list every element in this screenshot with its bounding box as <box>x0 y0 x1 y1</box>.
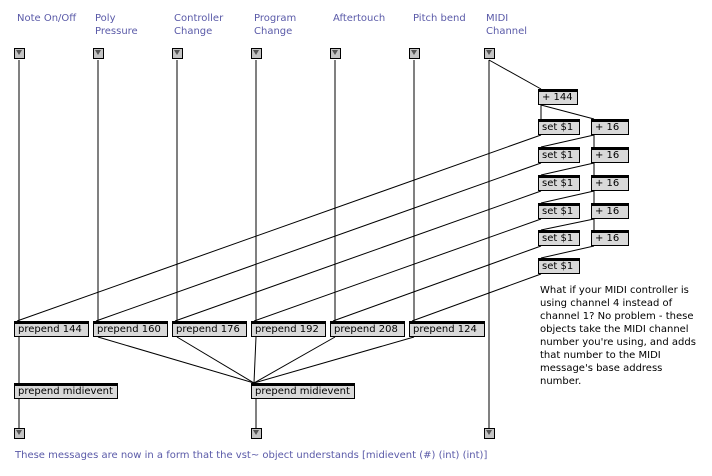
inlet-program-change[interactable] <box>251 48 262 59</box>
prepend-160-object[interactable]: prepend 160 <box>93 321 168 337</box>
set-object-1[interactable]: set $1 <box>538 119 580 135</box>
plus-16-object-5[interactable]: + 16 <box>591 230 629 246</box>
explanation-comment: What if your MIDI controller is using ch… <box>540 285 696 387</box>
label-program-change: Program Change <box>254 13 297 37</box>
label-note-on-off: Note On/Off <box>17 13 77 24</box>
plus-16-object-2[interactable]: + 16 <box>591 147 629 163</box>
set-object-4[interactable]: set $1 <box>538 203 580 219</box>
prepend-midievent-right[interactable]: prepend midievent <box>251 383 355 399</box>
set-object-3[interactable]: set $1 <box>538 175 580 191</box>
inlet-aftertouch[interactable] <box>330 48 341 59</box>
footer-note: These messages are now in a form that th… <box>15 450 488 461</box>
label-aftertouch: Aftertouch <box>333 13 386 24</box>
label-controller-change: Controller Change <box>174 13 224 37</box>
outlet-middle[interactable] <box>251 428 262 439</box>
prepend-176-object[interactable]: prepend 176 <box>172 321 247 337</box>
plus-16-object-1[interactable]: + 16 <box>591 119 629 135</box>
prepend-208-object[interactable]: prepend 208 <box>330 321 405 337</box>
prepend-144-object[interactable]: prepend 144 <box>14 321 89 337</box>
inlet-note-on-off[interactable] <box>14 48 25 59</box>
outlet-midi-channel[interactable] <box>484 428 495 439</box>
label-pitch-bend: Pitch bend <box>413 13 466 24</box>
prepend-124-object[interactable]: prepend 124 <box>409 321 485 337</box>
inlet-poly-pressure[interactable] <box>93 48 104 59</box>
inlet-midi-channel[interactable] <box>484 48 495 59</box>
outlet-left[interactable] <box>14 428 25 439</box>
plus-144-object[interactable]: + 144 <box>538 89 578 105</box>
plus-16-object-4[interactable]: + 16 <box>591 203 629 219</box>
label-midi-channel: MIDI Channel <box>486 13 528 37</box>
prepend-192-object[interactable]: prepend 192 <box>251 321 326 337</box>
prepend-midievent-left[interactable]: prepend midievent <box>14 383 118 399</box>
set-object-5[interactable]: set $1 <box>538 230 580 246</box>
set-object-6[interactable]: set $1 <box>538 258 580 274</box>
inlet-pitch-bend[interactable] <box>409 48 420 59</box>
label-poly-pressure: Poly Pressure <box>95 13 138 37</box>
set-object-2[interactable]: set $1 <box>538 147 580 163</box>
inlet-controller-change[interactable] <box>172 48 183 59</box>
plus-16-object-3[interactable]: + 16 <box>591 175 629 191</box>
